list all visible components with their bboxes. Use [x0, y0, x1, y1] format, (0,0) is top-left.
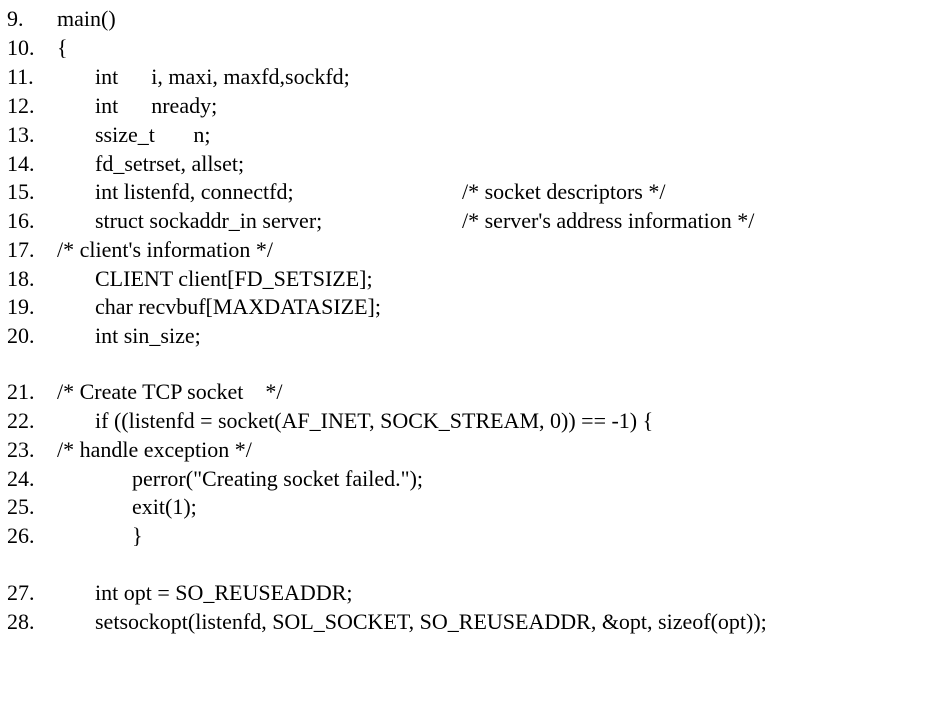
line-number: 21.	[7, 379, 35, 404]
code-text: exit(1);	[132, 494, 197, 519]
code-comment: /* server's address information */	[462, 208, 755, 233]
code-text: int nready;	[95, 93, 218, 118]
code-line: 27. int opt = SO_REUSEADDR;	[0, 578, 931, 607]
code-line: 16. struct sockaddr_in server; /* server…	[0, 206, 931, 235]
code-line: 13. ssize_t n;	[0, 120, 931, 149]
line-number: 13.	[7, 122, 35, 147]
code-line: 25. exit(1);	[0, 492, 931, 521]
line-number: 10.	[7, 35, 35, 60]
code-text: /* client's information */	[57, 237, 273, 262]
code-text: int i, maxi, maxfd,sockfd;	[95, 64, 350, 89]
code-line: 15. int listenfd, connectfd; /* socket d…	[0, 177, 931, 206]
line-number: 25.	[7, 494, 35, 519]
line-number: 27.	[7, 580, 35, 605]
code-line: 9. main()	[0, 4, 931, 33]
line-number: 22.	[7, 408, 35, 433]
code-text: char recvbuf[MAXDATASIZE];	[95, 294, 381, 319]
line-number: 28.	[7, 609, 35, 634]
code-line: 11. int i, maxi, maxfd,sockfd;	[0, 62, 931, 91]
line-number: 12.	[7, 93, 35, 118]
code-line: 12. int nready;	[0, 91, 931, 120]
line-number: 15.	[7, 179, 35, 204]
code-text: if ((listenfd = socket(AF_INET, SOCK_STR…	[95, 408, 654, 433]
line-number: 11.	[7, 64, 34, 89]
code-line: 26. }	[0, 521, 931, 550]
code-line: 23. /* handle exception */	[0, 435, 931, 464]
code-line: 20. int sin_size;	[0, 321, 931, 350]
code-text: int listenfd, connectfd;	[95, 179, 294, 204]
line-number: 17.	[7, 237, 35, 262]
line-number: 9.	[7, 6, 24, 31]
code-text: main()	[57, 6, 116, 31]
code-line: 10. {	[0, 33, 931, 62]
code-text: ssize_t n;	[95, 122, 211, 147]
code-text: fd_setrset, allset;	[95, 151, 245, 176]
code-line: 14. fd_setrset, allset;	[0, 149, 931, 178]
code-text: int sin_size;	[95, 323, 201, 348]
code-line: 24. perror("Creating socket failed.");	[0, 464, 931, 493]
code-line: 28. setsockopt(listenfd, SOL_SOCKET, SO_…	[0, 607, 931, 636]
line-number: 19.	[7, 294, 35, 319]
code-listing: 9. main() 10. { 11. int i, maxi, maxfd,s…	[0, 4, 931, 636]
code-text: }	[132, 523, 143, 548]
code-line: 21. /* Create TCP socket */	[0, 377, 931, 406]
code-text: setsockopt(listenfd, SOL_SOCKET, SO_REUS…	[95, 609, 767, 634]
code-text: CLIENT client[FD_SETSIZE];	[95, 266, 373, 291]
line-number: 18.	[7, 266, 35, 291]
line-number: 24.	[7, 466, 35, 491]
code-text: {	[57, 35, 68, 60]
line-number: 23.	[7, 437, 35, 462]
code-text: /* handle exception */	[57, 437, 252, 462]
code-comment: /* socket descriptors */	[462, 179, 666, 204]
line-number: 20.	[7, 323, 35, 348]
code-line: 19. char recvbuf[MAXDATASIZE];	[0, 292, 931, 321]
code-line: 18. CLIENT client[FD_SETSIZE];	[0, 264, 931, 293]
code-text: /* Create TCP socket */	[57, 379, 283, 404]
line-number: 14.	[7, 151, 35, 176]
code-text: int opt = SO_REUSEADDR;	[95, 580, 353, 605]
code-line: 22. if ((listenfd = socket(AF_INET, SOCK…	[0, 406, 931, 435]
code-text: perror("Creating socket failed.");	[132, 466, 424, 491]
line-number: 26.	[7, 523, 35, 548]
code-line: 17. /* client's information */	[0, 235, 931, 264]
line-number: 16.	[7, 208, 35, 233]
code-text: struct sockaddr_in server;	[95, 208, 323, 233]
